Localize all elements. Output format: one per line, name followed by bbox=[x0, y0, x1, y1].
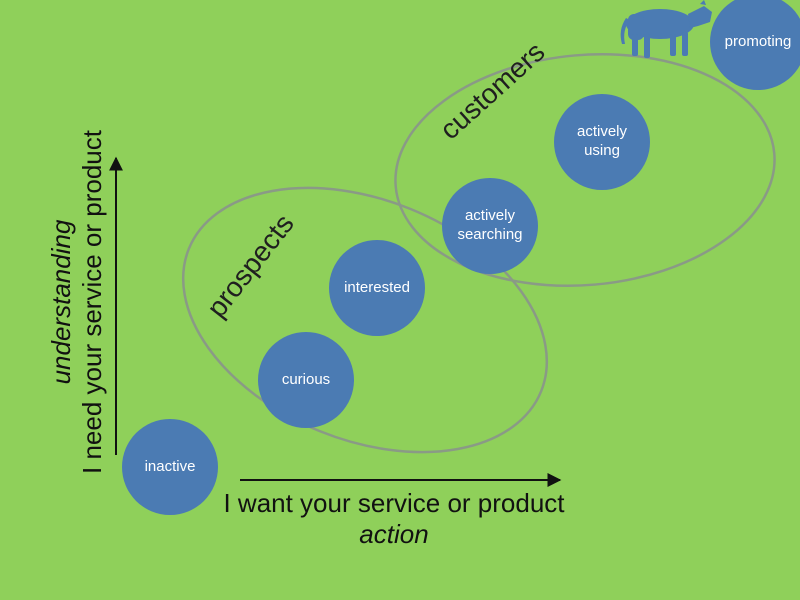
prospects-ellipse bbox=[181, 186, 549, 454]
x-axis-emphasis: action bbox=[359, 519, 429, 549]
stage-label: inactive bbox=[144, 457, 196, 475]
cow-icon bbox=[620, 0, 712, 58]
stage-label: curious bbox=[281, 370, 331, 388]
x-axis-title: I want your service or product action bbox=[204, 488, 584, 550]
stage-curious: curious bbox=[258, 332, 354, 428]
stage-label: interested bbox=[344, 278, 410, 296]
stage-actively-using: actively using bbox=[554, 94, 650, 190]
stage-label: promoting bbox=[724, 32, 792, 50]
y-axis-emphasis: understanding bbox=[46, 219, 76, 385]
stage-inactive: inactive bbox=[122, 419, 218, 515]
y-axis-label: I need your service or product bbox=[77, 130, 107, 474]
stage-label: actively using bbox=[576, 123, 628, 159]
stage-promoting: promoting bbox=[710, 0, 800, 90]
stage-interested: interested bbox=[329, 240, 425, 336]
customers-ellipse bbox=[394, 52, 776, 288]
y-axis-title: understanding I need your service or pro… bbox=[46, 112, 108, 492]
stage-label: actively searching bbox=[457, 207, 523, 243]
stage-actively-searching: actively searching bbox=[442, 178, 538, 274]
x-axis-label: I want your service or product bbox=[223, 488, 565, 518]
